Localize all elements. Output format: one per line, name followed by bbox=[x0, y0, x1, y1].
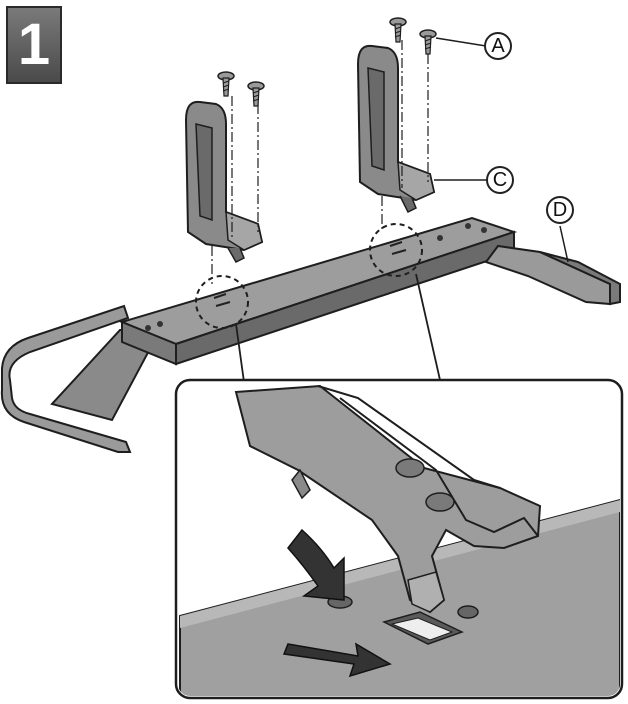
detail-circle-left bbox=[195, 275, 249, 329]
left-foot-rail bbox=[0, 304, 132, 453]
stand-base bbox=[0, 216, 621, 453]
bracket-right bbox=[356, 40, 488, 232]
label-c-callout: C bbox=[486, 166, 514, 194]
arrow-down-icon bbox=[287, 528, 345, 601]
detail-circle-right bbox=[369, 223, 423, 277]
screw-icon bbox=[389, 17, 407, 43]
screw-icon bbox=[247, 81, 265, 107]
screw-icon bbox=[419, 29, 437, 55]
screws bbox=[217, 17, 487, 107]
step-number-badge: 1 bbox=[6, 6, 62, 84]
zoom-detail-panel bbox=[174, 378, 624, 700]
label-a-callout: A bbox=[484, 32, 512, 60]
bracket-left bbox=[184, 96, 264, 284]
label-d-callout: D bbox=[546, 196, 574, 224]
screw-icon bbox=[217, 71, 235, 97]
base-bar-top bbox=[118, 216, 518, 346]
arrow-right-icon bbox=[282, 642, 392, 678]
